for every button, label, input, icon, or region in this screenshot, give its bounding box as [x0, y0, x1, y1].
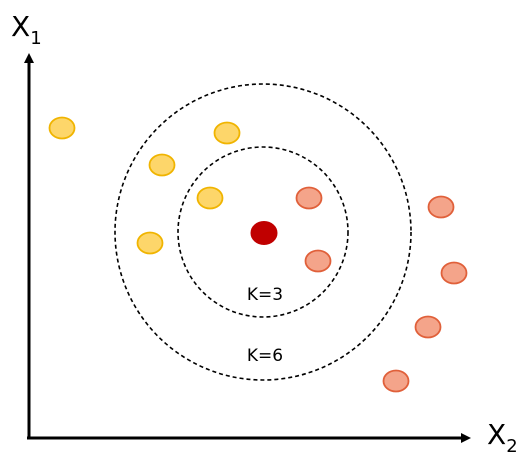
class-a-point — [213, 121, 241, 145]
class-a-point — [196, 186, 224, 210]
class-b-point — [427, 195, 455, 219]
class-b-point — [414, 315, 442, 339]
class-a-point — [136, 231, 164, 255]
class-a-point — [148, 153, 176, 177]
query-point — [250, 221, 278, 245]
y-axis-label-sub: 1 — [30, 28, 41, 49]
inner-ring-label: K=3 — [247, 285, 283, 305]
inner-ring-k3 — [177, 146, 349, 318]
x-axis-label: X2 — [487, 418, 518, 457]
outer-ring-label: K=6 — [247, 346, 283, 366]
class-b-point — [304, 249, 332, 273]
class-b-point — [382, 369, 410, 393]
x-axis-label-sub: 2 — [506, 436, 517, 457]
x-axis-label-main: X — [487, 418, 506, 451]
outer-ring-k6 — [114, 83, 412, 381]
class-b-point — [440, 261, 468, 285]
y-axis-label-main: X — [11, 10, 30, 43]
class-a-point — [48, 116, 76, 140]
y-axis-label: X1 — [11, 10, 42, 49]
class-b-point — [295, 186, 323, 210]
